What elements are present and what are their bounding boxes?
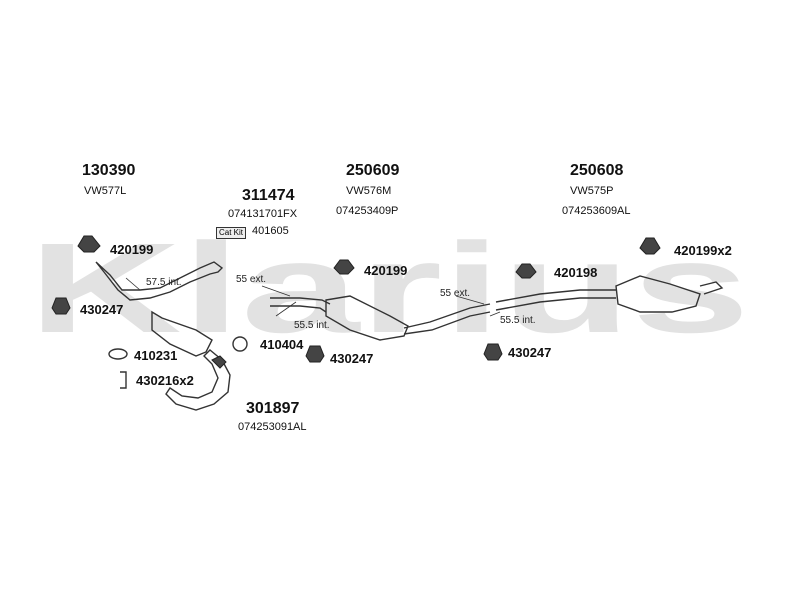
- rubber-mount-430247-front: [51, 297, 71, 315]
- hanger-420199-middle: [333, 259, 355, 275]
- flange-ring-410404: [232, 336, 248, 352]
- code-vw575p: VW575P: [570, 185, 614, 197]
- clamp-430216: [120, 371, 127, 389]
- part-250609: 250609: [346, 162, 400, 179]
- dim-line-rear-left: [455, 295, 485, 305]
- gasket-410231: [108, 348, 128, 360]
- dim-line-front: [125, 277, 141, 291]
- hanger-420198: [515, 263, 537, 279]
- fitting-430247-rear: 430247: [508, 345, 552, 360]
- dim-55-5-int-mid: 55.5 int.: [294, 320, 330, 331]
- dim-55-ext-mid: 55 ext.: [236, 274, 267, 285]
- code-074131701fx: 074131701FX: [228, 208, 298, 220]
- code-074253409p: 074253409P: [336, 205, 399, 217]
- hanger-420199-rear: [639, 237, 661, 255]
- catalytic-converter: [151, 310, 213, 357]
- rear-silencer: [615, 275, 701, 313]
- code-vw577l: VW577L: [84, 185, 127, 197]
- middle-silencer: [325, 295, 409, 341]
- part-401605: 401605: [252, 225, 289, 237]
- hanger-420199-front: [77, 235, 101, 253]
- down-pipe: [165, 349, 231, 411]
- fitting-420199-middle: 420199: [364, 263, 408, 278]
- part-301897: 301897: [246, 400, 300, 417]
- fitting-410231: 410231: [134, 348, 178, 363]
- dim-55-5-int-rear: 55.5 int.: [500, 315, 536, 326]
- middle-outlet-pipe: [403, 303, 491, 335]
- dim-line-rear-right: [489, 311, 501, 317]
- dim-55-ext-rear: 55 ext.: [440, 288, 471, 299]
- clamp-410404: [211, 355, 227, 369]
- dim-57-5-int: 57.5 int.: [146, 277, 182, 288]
- fitting-420199x2: 420199x2: [674, 243, 732, 258]
- code-074253609al: 074253609AL: [562, 205, 631, 217]
- fitting-420198: 420198: [554, 265, 598, 280]
- part-250608: 250608: [570, 162, 624, 179]
- fitting-420199-front: 420199: [110, 242, 154, 257]
- dim-line-mid-right: [275, 301, 297, 317]
- code-vw576m: VW576M: [346, 185, 392, 197]
- dim-line-mid-left: [261, 285, 291, 297]
- tailpipe: [699, 281, 724, 295]
- rubber-mount-430247-rear: [483, 343, 503, 361]
- rubber-mount-430247-middle: [305, 345, 325, 363]
- fitting-430247-middle: 430247: [330, 351, 374, 366]
- part-130390: 130390: [82, 162, 136, 179]
- fitting-410404: 410404: [260, 337, 304, 352]
- fitting-430216x2: 430216x2: [136, 373, 194, 388]
- front-pipe: [95, 261, 224, 301]
- catkit-badge: Cat Kit: [216, 227, 247, 239]
- rear-pipe: [495, 289, 616, 311]
- part-311474: 311474: [242, 187, 295, 204]
- fitting-430247-front: 430247: [80, 302, 124, 317]
- code-074253091al: 074253091AL: [238, 421, 307, 433]
